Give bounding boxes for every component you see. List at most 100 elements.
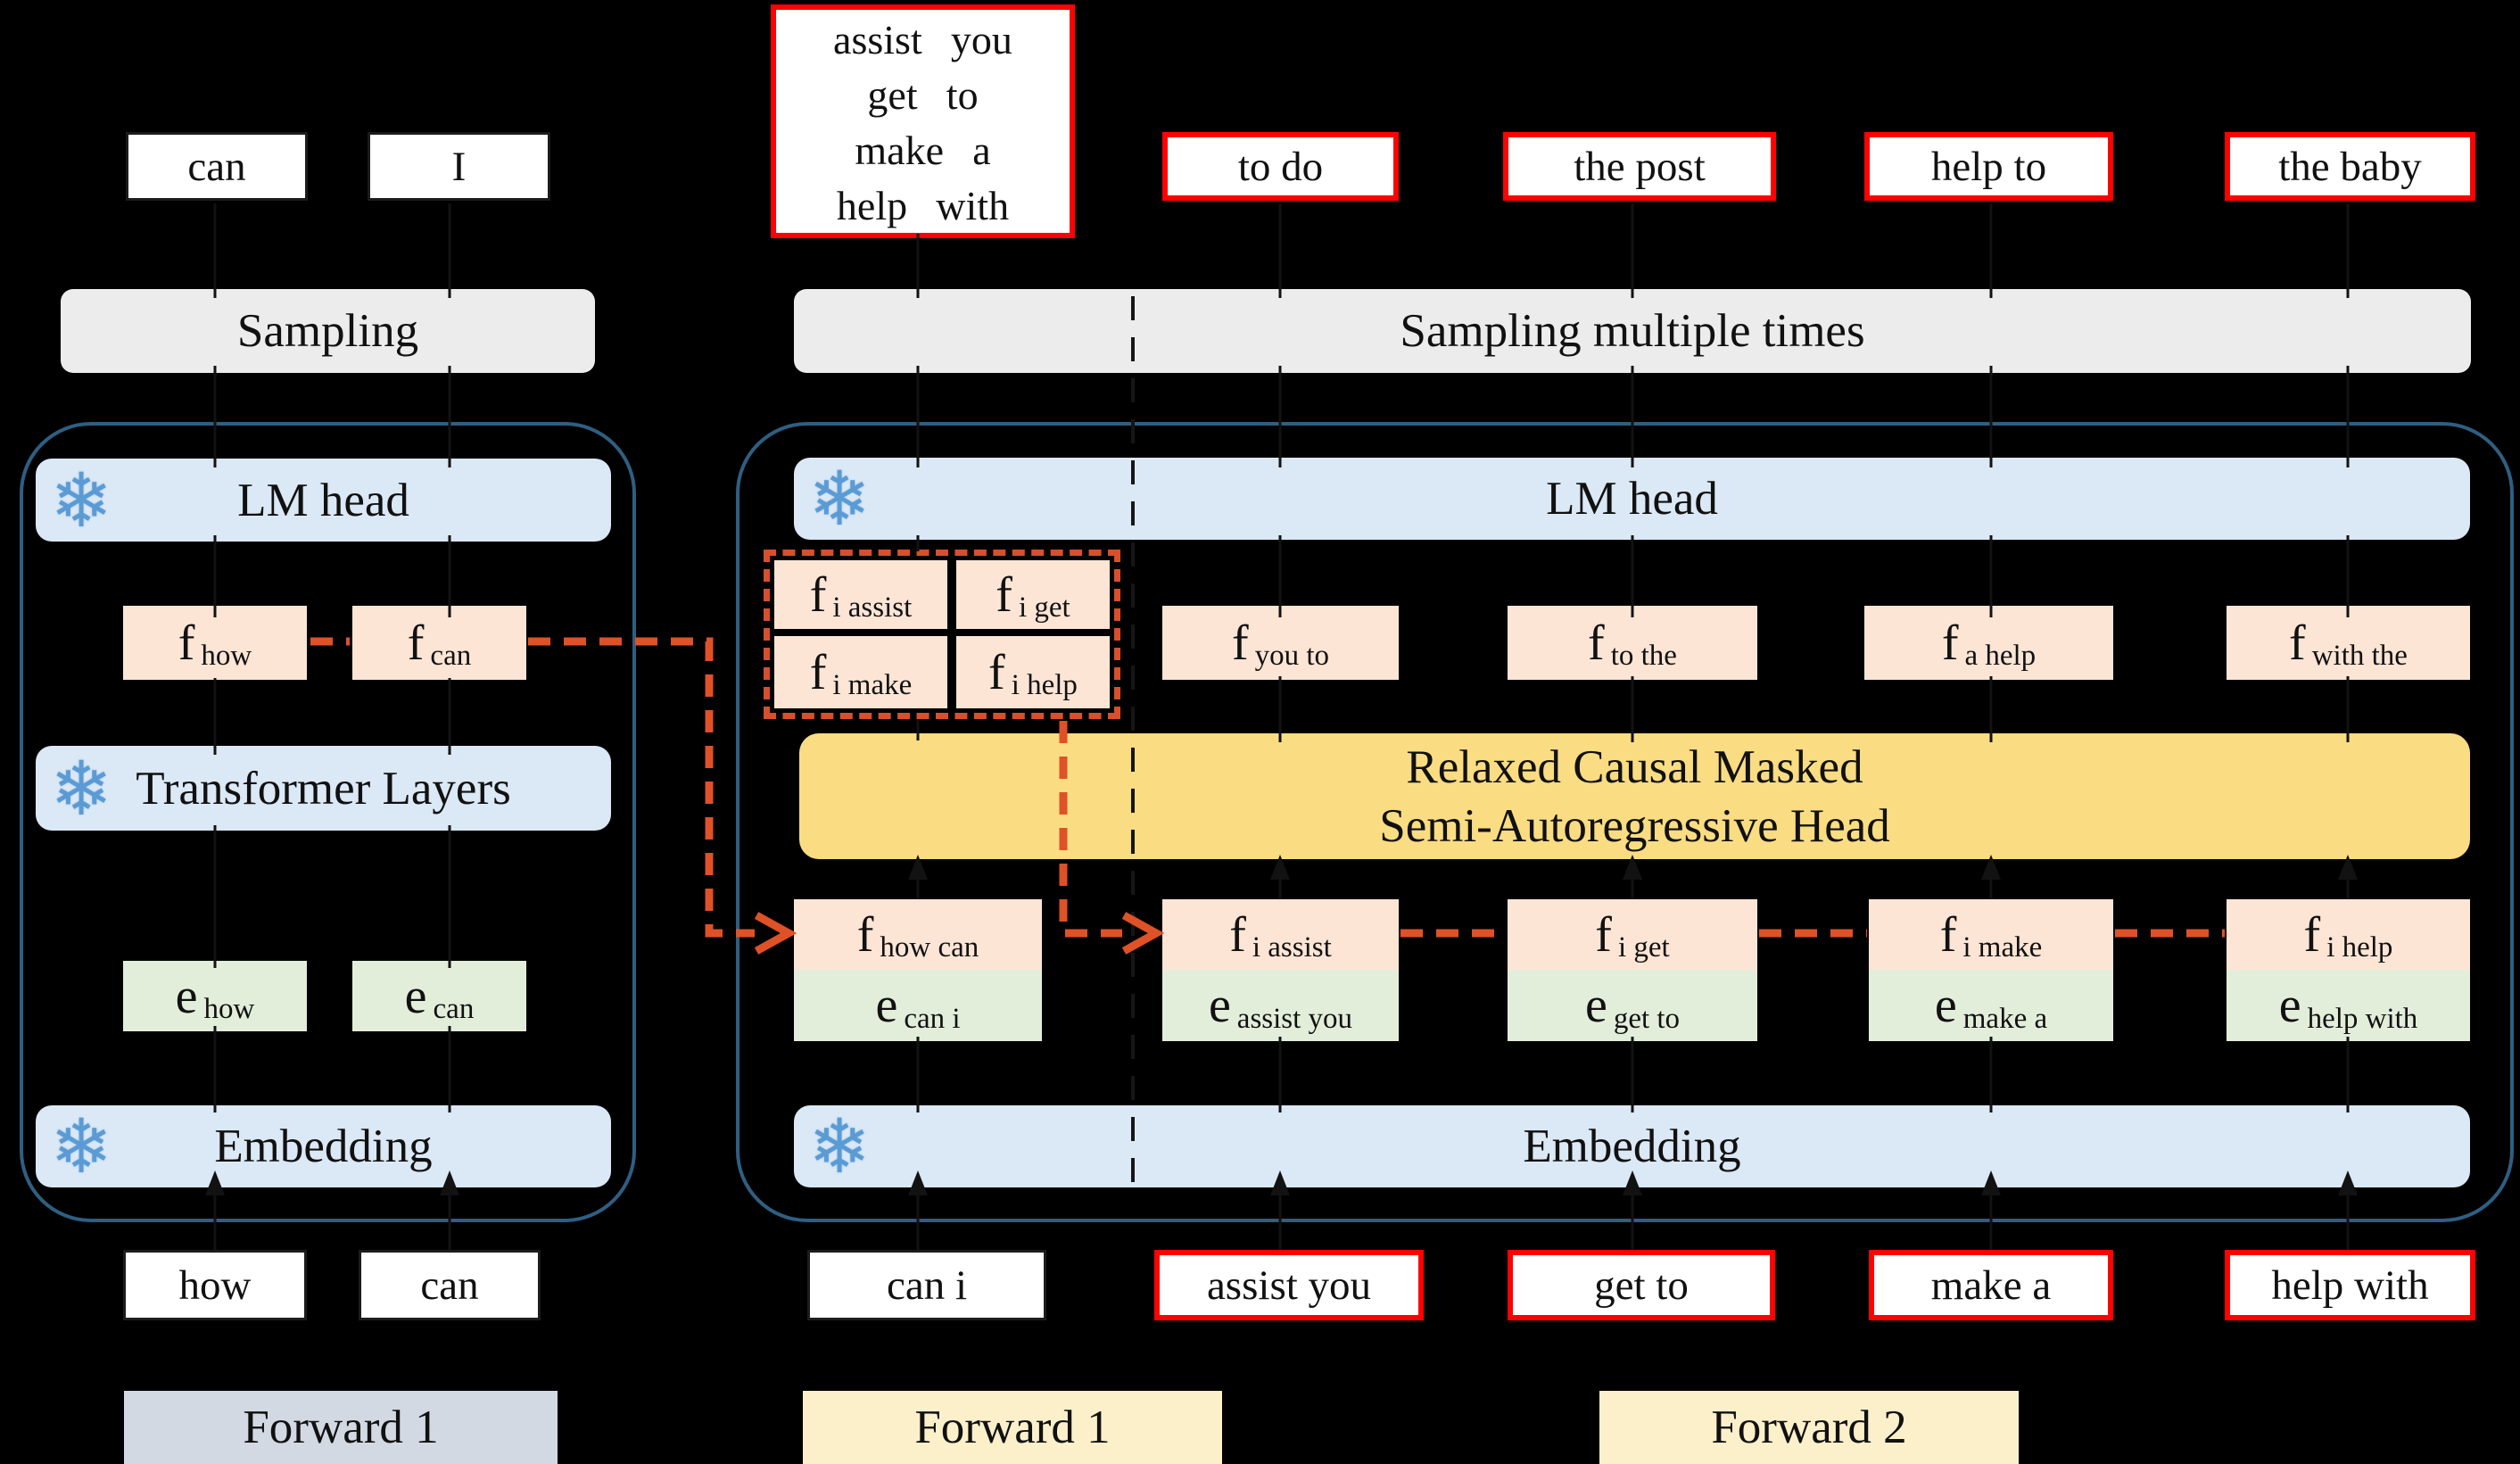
transformer-label: Transformer Layers xyxy=(136,762,511,815)
token-label: can xyxy=(420,1261,479,1309)
vector-base: f xyxy=(178,615,195,671)
token-label: to do xyxy=(1237,143,1324,190)
vector-sub: i assist xyxy=(832,591,913,624)
token-how-input: how xyxy=(123,1250,307,1320)
token-get-to-input: get to xyxy=(1508,1250,1775,1320)
token-the-post-output: the post xyxy=(1503,132,1776,201)
vector-base: f xyxy=(1595,906,1612,963)
token-label: can xyxy=(187,143,246,190)
token-label: how xyxy=(178,1261,252,1309)
vector-base: e xyxy=(175,968,198,1024)
vector-sub: i get xyxy=(1617,931,1670,964)
vector-sub: can i xyxy=(904,1002,961,1035)
forward2-badge: Forward 2 xyxy=(1599,1391,2019,1464)
vector-sub: make a xyxy=(1962,1002,2048,1035)
vector-sub: assist you xyxy=(1236,1002,1353,1035)
sar-head-bar: Relaxed Causal Masked Semi-Autoregressiv… xyxy=(799,733,2470,859)
vector-sub: can xyxy=(433,993,475,1025)
token-i-output: I xyxy=(368,132,550,201)
vector-sub: i make xyxy=(1962,931,2043,964)
vector-base: f xyxy=(856,906,874,963)
transformer-layers: ❄ Transformer Layers xyxy=(36,744,611,832)
vector-sub: can xyxy=(430,640,472,672)
token-label: I xyxy=(451,143,467,190)
token-help-with-input: help with xyxy=(2225,1250,2475,1320)
sampling-label: Sampling multiple times xyxy=(1400,305,1865,357)
lm-head-left: ❄ LM head xyxy=(36,456,611,544)
embedding-right: ❄ Embedding xyxy=(794,1103,2470,1190)
forward-label: Forward 1 xyxy=(243,1402,439,1453)
sampling-bar-right: Sampling multiple times xyxy=(794,289,2471,373)
vector-sub: how xyxy=(201,640,252,672)
vector-sub: i make xyxy=(832,669,913,701)
vector-base: e xyxy=(2278,978,2301,1033)
multi-token-line: make a xyxy=(855,128,991,173)
vector-sub: with the xyxy=(2311,640,2408,672)
snowflake-icon: ❄ xyxy=(808,1103,872,1190)
token-can-i-input: can i xyxy=(807,1250,1046,1320)
vector-base: f xyxy=(988,644,1005,700)
token-label: make a xyxy=(1930,1261,2052,1309)
token-label: get to xyxy=(1594,1261,1689,1309)
vector-base: f xyxy=(1588,615,1605,671)
token-help-to-output: help to xyxy=(1864,132,2113,201)
token-label: help to xyxy=(1930,143,2047,190)
multi-token-line: assist you xyxy=(833,17,1012,62)
multi-token-line: get to xyxy=(867,72,979,118)
vector-sub: how can xyxy=(880,931,979,964)
vector-sub: i help xyxy=(1011,669,1078,701)
lm-head-right: ❄ LM head xyxy=(794,455,2470,542)
vector-sub: to the xyxy=(1610,640,1677,672)
vector-sub: i get xyxy=(1018,591,1070,624)
vector-base: e xyxy=(875,978,898,1033)
token-label: help with xyxy=(2271,1261,2429,1309)
embedding-left: ❄ Embedding xyxy=(36,1103,611,1190)
vector-sub: a help xyxy=(1964,640,2037,672)
vector-base: f xyxy=(1229,906,1246,963)
vector-base: f xyxy=(2289,615,2306,671)
token-assist-you-input: assist you xyxy=(1154,1250,1424,1320)
vector-base: f xyxy=(407,615,425,671)
token-to-do-output: to do xyxy=(1162,132,1399,201)
embedding-label: Embedding xyxy=(214,1121,433,1172)
vector-base: f xyxy=(1231,615,1249,671)
lm-head-label: LM head xyxy=(1546,473,1718,525)
vector-base: f xyxy=(1941,615,1959,671)
vector-base: e xyxy=(1934,978,1957,1033)
forward1-right-badge: Forward 1 xyxy=(803,1391,1222,1464)
token-label: the post xyxy=(1574,143,1706,190)
vector-sub: i assist xyxy=(1252,931,1332,964)
snowflake-icon: ❄ xyxy=(50,456,113,544)
snowflake-icon: ❄ xyxy=(50,744,113,832)
token-can-input: can xyxy=(359,1250,541,1320)
token-can-output: can xyxy=(126,132,308,201)
vector-base: e xyxy=(1584,978,1607,1033)
token-label: can i xyxy=(886,1261,968,1309)
vector-sub: i help xyxy=(2326,931,2393,964)
forward-label: Forward 2 xyxy=(1711,1402,1907,1453)
vector-sub: get to xyxy=(1613,1002,1681,1035)
token-the-baby-output: the baby xyxy=(2225,132,2475,201)
vector-base: e xyxy=(404,968,427,1024)
snowflake-icon: ❄ xyxy=(50,1103,113,1190)
vector-base: f xyxy=(809,567,827,623)
vector-base: e xyxy=(1208,978,1231,1033)
